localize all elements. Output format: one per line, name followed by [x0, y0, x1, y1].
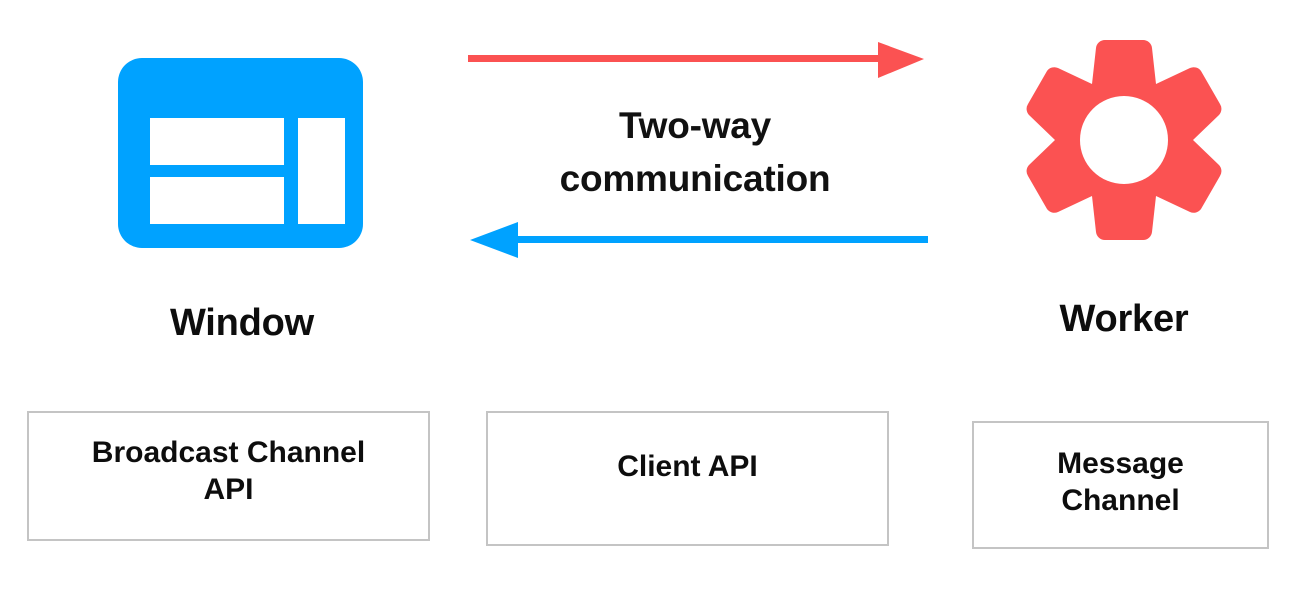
api-box-message-channel: Message Channel	[972, 421, 1269, 549]
api-box-label: Broadcast Channel API	[91, 436, 366, 506]
api-box-label: Message Channel	[1057, 447, 1184, 517]
node-label-window: Window	[169, 302, 315, 344]
caption-text: Two-way communication	[559, 105, 831, 199]
api-box-label: Client API	[617, 450, 758, 484]
arrow-worker-to-window	[468, 218, 928, 262]
api-box-broadcast-channel-api: Broadcast Channel API	[27, 411, 430, 541]
arrow-window-to-worker	[468, 38, 924, 82]
browser-window-icon	[118, 58, 363, 248]
two-way-communication-caption: Two-way communication	[470, 100, 920, 205]
api-box-client-api: Client API	[486, 411, 889, 546]
gear-icon	[1012, 24, 1236, 256]
node-label-worker: Worker	[1059, 298, 1189, 340]
